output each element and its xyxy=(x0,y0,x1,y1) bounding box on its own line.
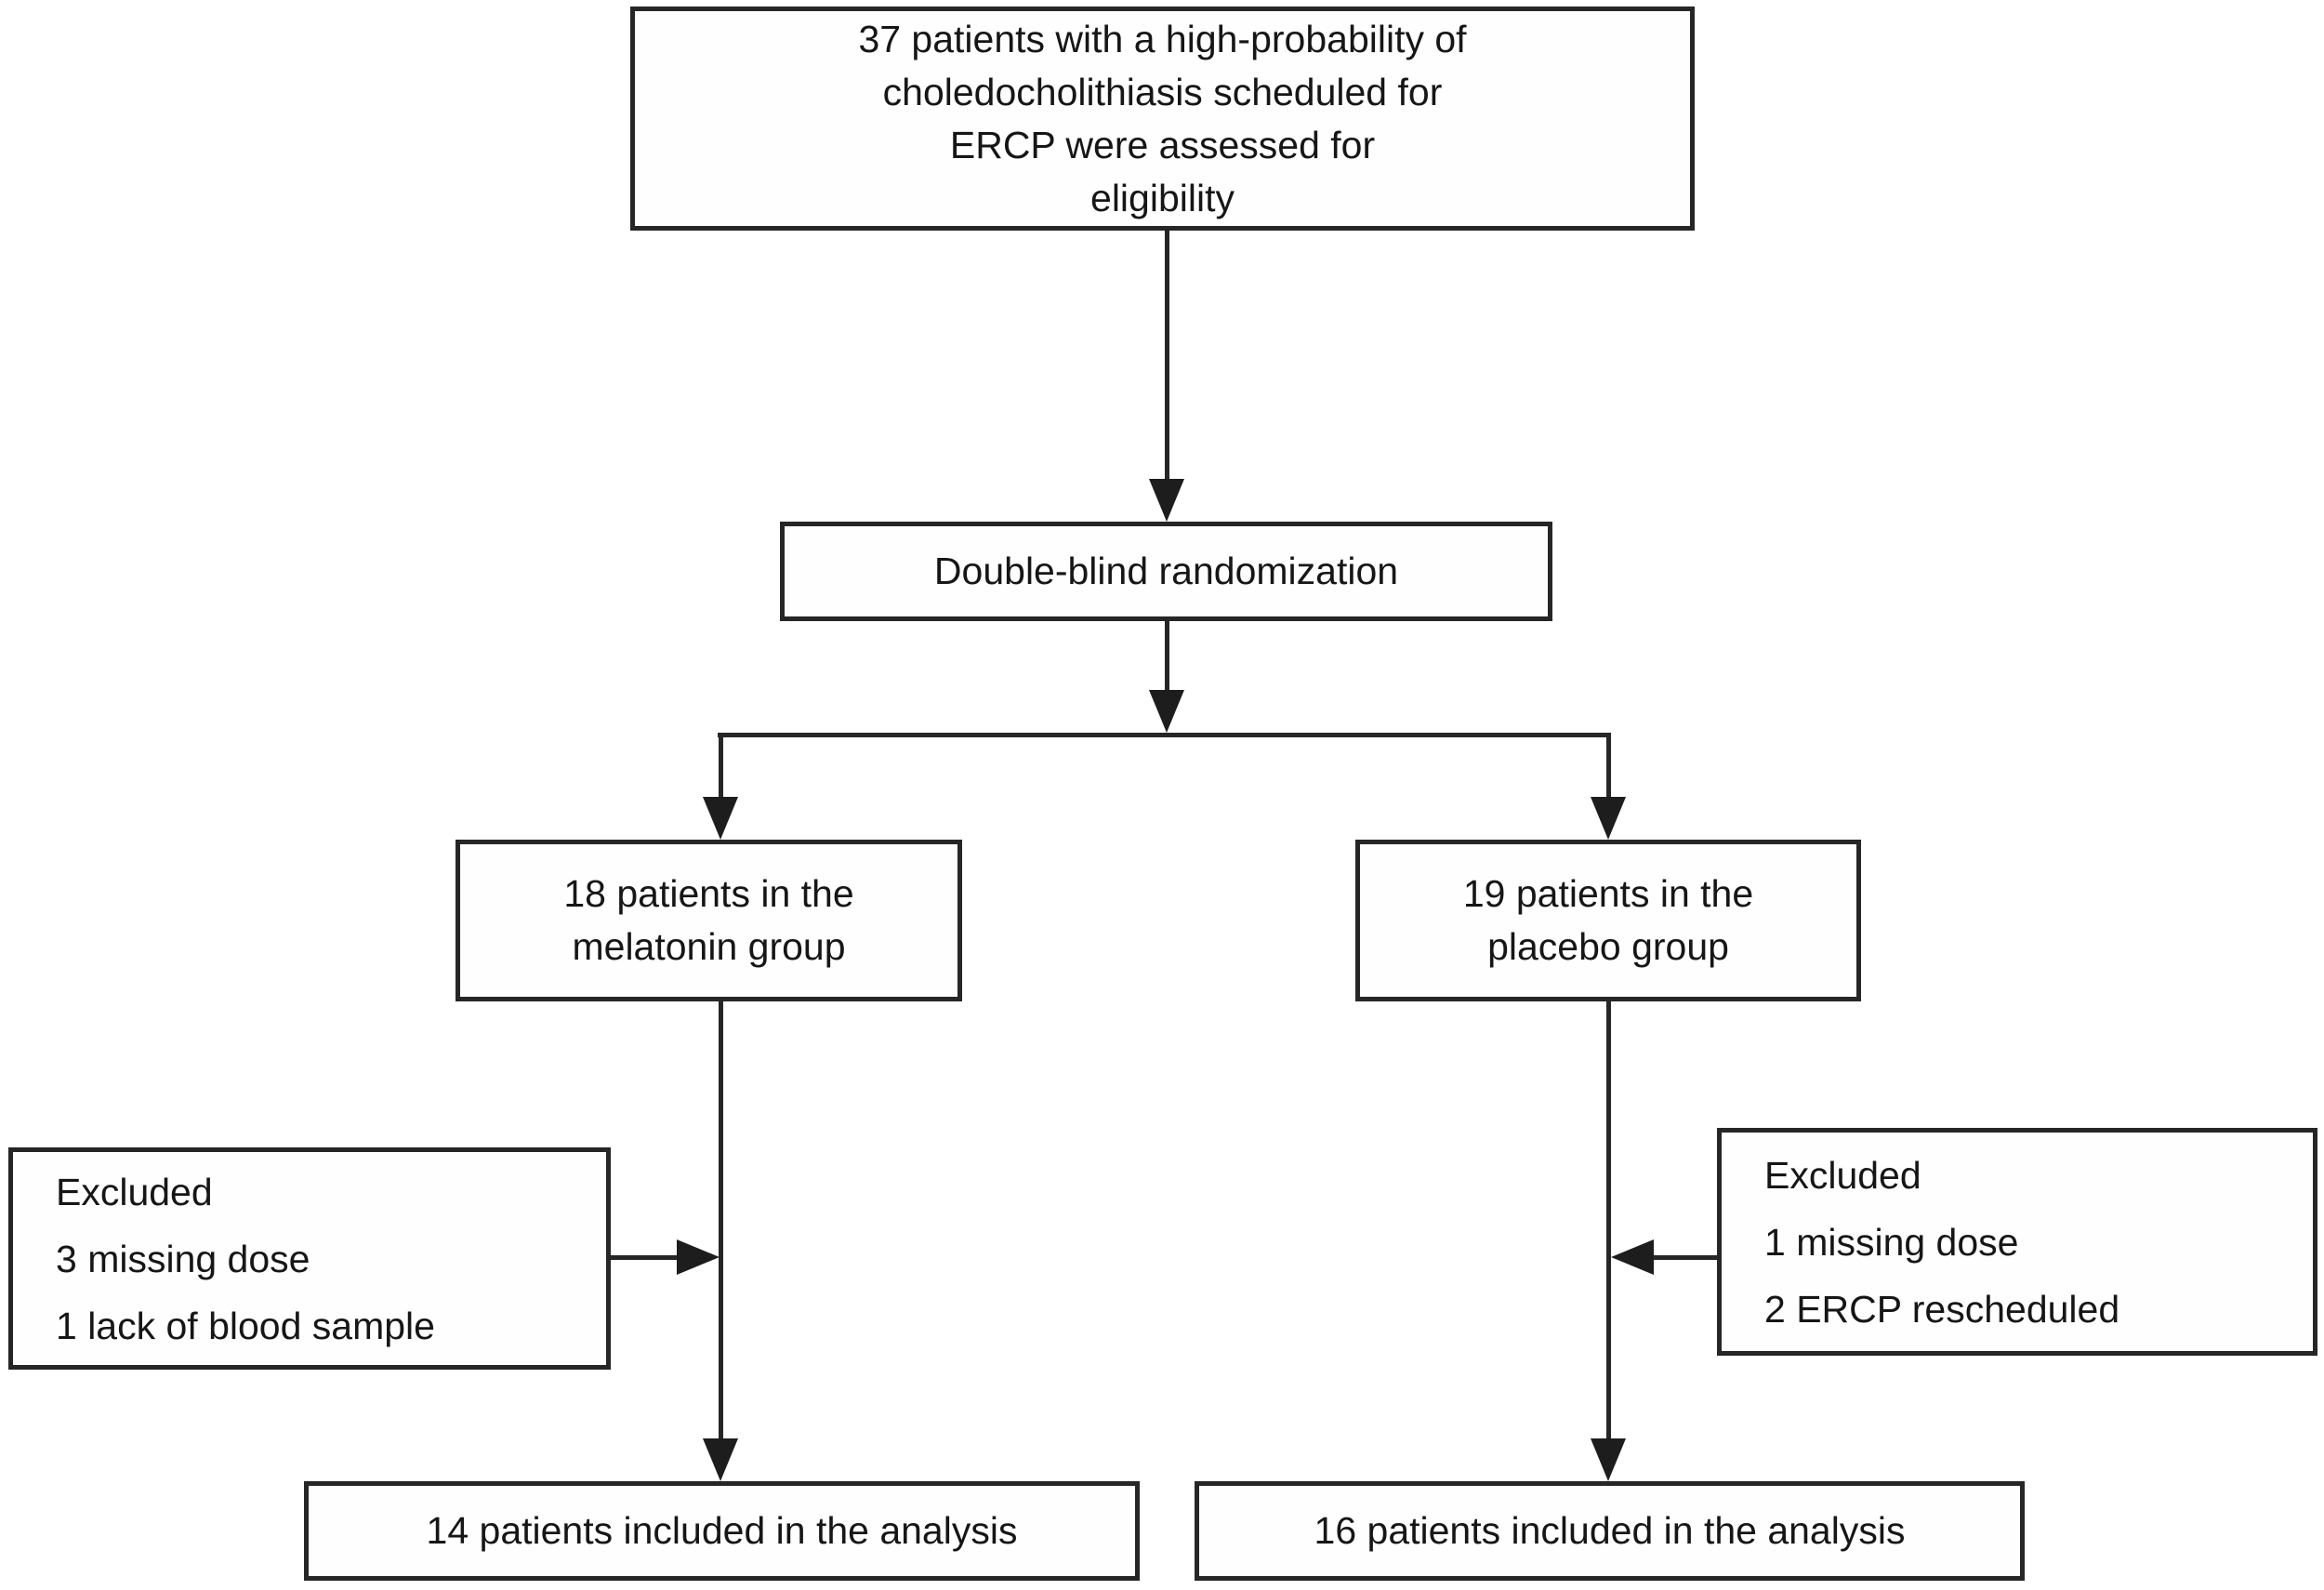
excluded-left-line: 3 missing dose xyxy=(56,1237,310,1280)
arrowhead-left-excluded-right xyxy=(1611,1239,1654,1275)
connector-branch-to-placebo xyxy=(1606,733,1611,802)
connector-excluded-left xyxy=(611,1255,677,1260)
melatonin-group-line: melatonin group xyxy=(572,925,846,968)
placebo-group-line: placebo group xyxy=(1487,925,1729,968)
melatonin-group-box: 18 patients in the melatonin group xyxy=(456,840,962,1001)
branch-line xyxy=(718,733,1611,737)
connector-melatonin-to-analysis xyxy=(719,1001,723,1442)
excluded-left-line: 1 lack of blood sample xyxy=(56,1304,435,1347)
melatonin-group-line: 18 patients in the xyxy=(563,872,854,915)
connector-branch-to-melatonin xyxy=(719,733,723,802)
excluded-left-line: Excluded xyxy=(56,1170,213,1213)
eligibility-line: 37 patients with a high-probability of xyxy=(858,17,1467,60)
analysis-left-box: 14 patients included in the analysis xyxy=(304,1481,1140,1581)
eligibility-box: 37 patients with a high-probability of c… xyxy=(630,7,1695,231)
arrowhead-down-analysis-right xyxy=(1591,1438,1626,1481)
analysis-right-line: 16 patients included in the analysis xyxy=(1314,1509,1906,1552)
excluded-right-box: Excluded 1 missing dose 2 ERCP reschedul… xyxy=(1717,1128,2317,1356)
analysis-right-box: 16 patients included in the analysis xyxy=(1195,1481,2025,1581)
connector-eligibility-to-randomization xyxy=(1165,231,1169,483)
eligibility-line: eligibility xyxy=(1090,176,1235,219)
placebo-group-line: 19 patients in the xyxy=(1462,872,1754,915)
eligibility-line: ERCP were assessed for xyxy=(949,123,1376,166)
connector-excluded-right xyxy=(1654,1255,1717,1260)
excluded-right-line: 1 missing dose xyxy=(1764,1220,2019,1264)
arrowhead-down-randomization xyxy=(1149,479,1184,522)
excluded-right-line: Excluded xyxy=(1764,1153,1921,1197)
excluded-right-line: 2 ERCP rescheduled xyxy=(1764,1287,2120,1331)
eligibility-line: choledocholithiasis scheduled for xyxy=(882,70,1443,113)
connector-randomization-to-branch xyxy=(1165,621,1169,694)
arrowhead-down-melatonin xyxy=(703,797,738,840)
arrowhead-down-placebo xyxy=(1591,797,1626,840)
arrowhead-down-branch xyxy=(1149,690,1184,733)
analysis-left-line: 14 patients included in the analysis xyxy=(426,1509,1018,1552)
arrowhead-down-analysis-left xyxy=(703,1438,738,1481)
arrowhead-right-excluded-left xyxy=(677,1239,720,1275)
randomization-line: Double-blind randomization xyxy=(933,550,1399,592)
excluded-left-box: Excluded 3 missing dose 1 lack of blood … xyxy=(8,1147,611,1370)
connector-placebo-to-analysis xyxy=(1606,1001,1611,1442)
placebo-group-box: 19 patients in the placebo group xyxy=(1355,840,1861,1001)
randomization-box: Double-blind randomization xyxy=(780,522,1552,621)
